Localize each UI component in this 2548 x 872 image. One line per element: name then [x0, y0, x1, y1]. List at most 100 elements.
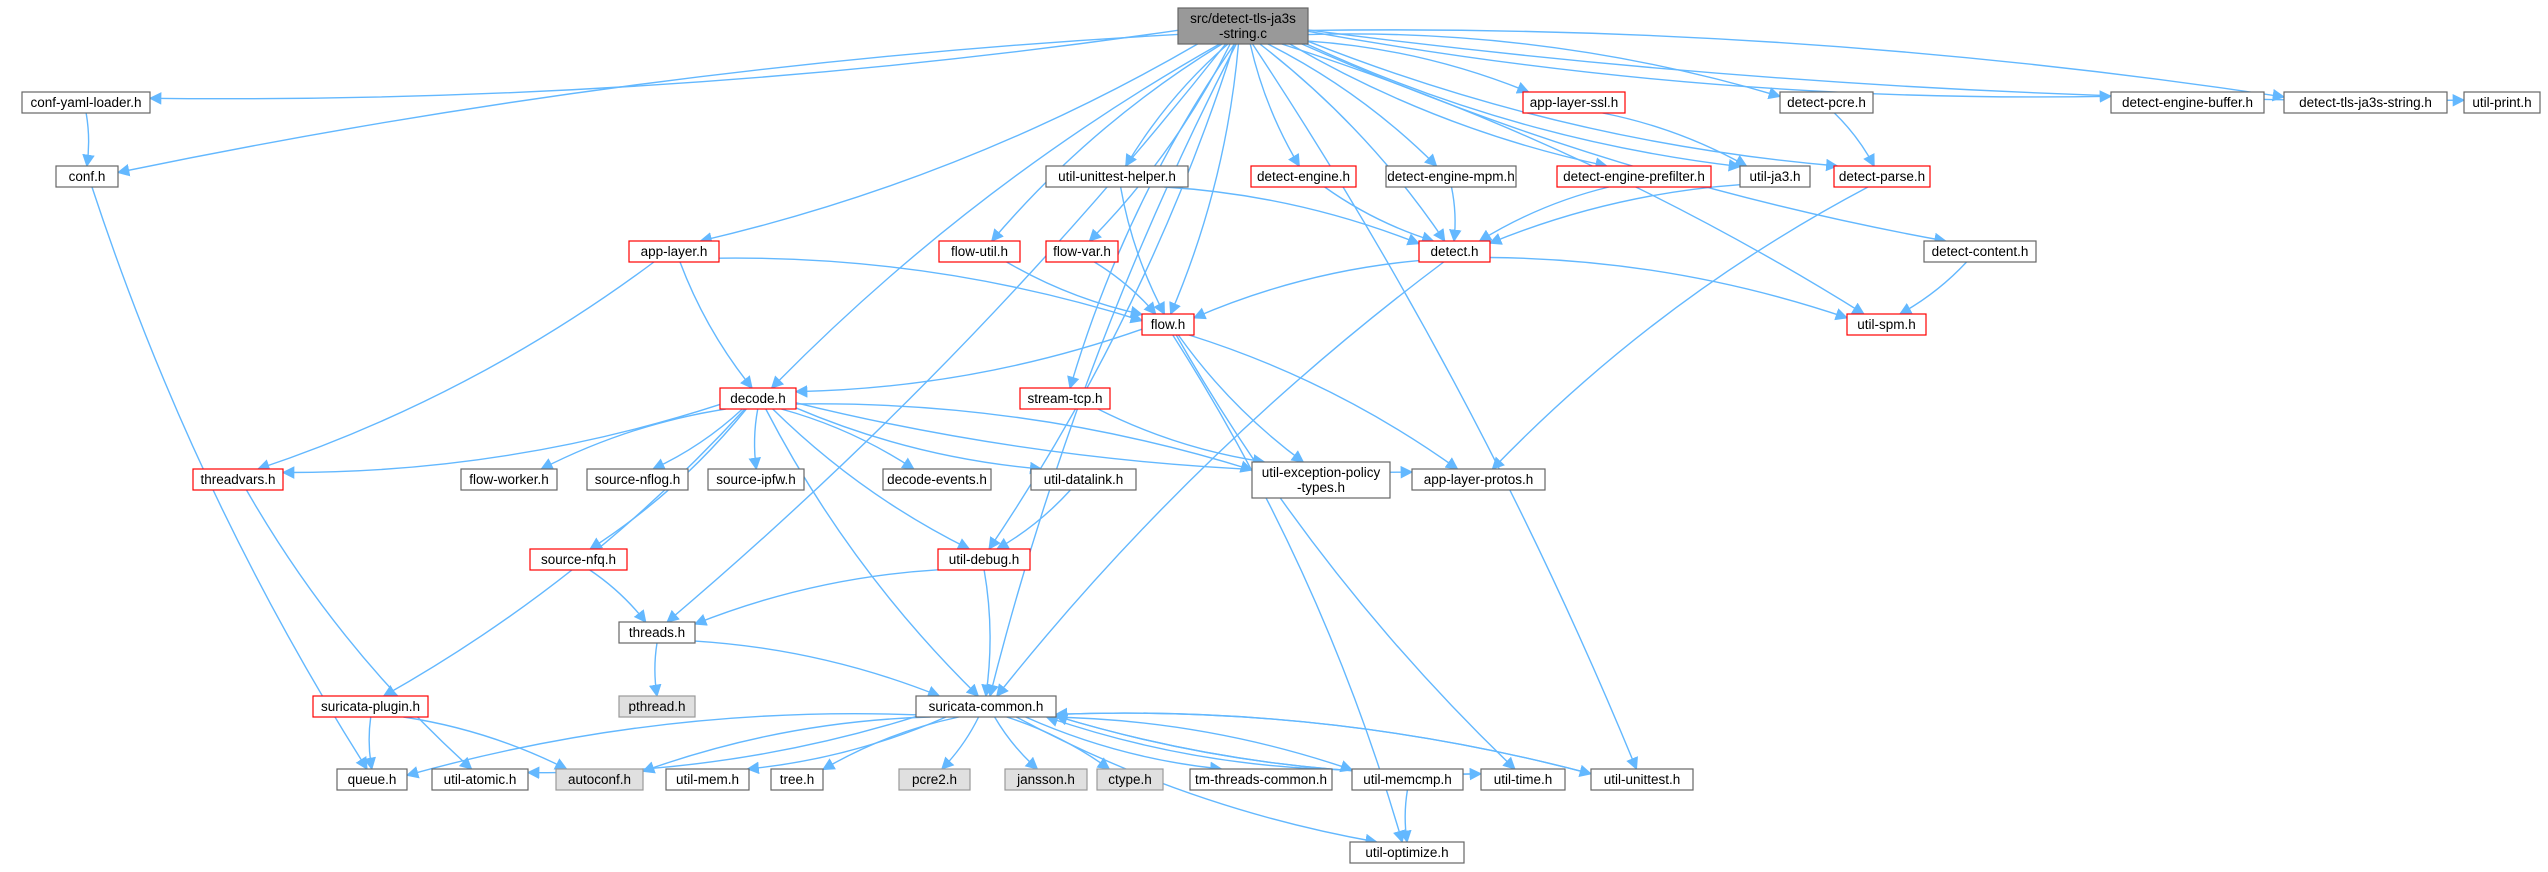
node-detect-engine-prefilter[interactable]: detect-engine-prefilter.h [1556, 165, 1712, 188]
nodes-layer: src/detect-tls-ja3s-string.c conf-yaml-lo… [21, 7, 2541, 864]
node-autoconf[interactable]: autoconf.h [555, 768, 644, 791]
node-label: tm-threads-common.h [1195, 772, 1327, 787]
edge-suricata_plugin-to-autoconf [403, 716, 568, 770]
node-decode-events[interactable]: decode-events.h [882, 468, 992, 491]
node-util-memcmp[interactable]: util-memcmp.h [1351, 768, 1464, 791]
edge-root-to-detect_engine_mpm [1267, 43, 1438, 167]
node-flow-util[interactable]: flow-util.h [938, 240, 1021, 263]
node-stream-tcp[interactable]: stream-tcp.h [1019, 387, 1111, 410]
edge-root-to-detect_content [1301, 43, 1947, 246]
node-box [1177, 7, 1309, 45]
edge-root-to-detect_pcre [1307, 33, 1782, 100]
node-label: util-unittest.h [1604, 772, 1681, 787]
edge-decode-to-decode_events [781, 408, 915, 470]
edge-flow-to-util_optimize [1172, 334, 1406, 844]
node-box [529, 548, 628, 571]
node-decode[interactable]: decode.h [719, 387, 797, 410]
node-util-mem[interactable]: util-mem.h [665, 768, 750, 791]
node-jansson[interactable]: jansson.h [1004, 768, 1088, 791]
node-util-time[interactable]: util-time.h [1480, 768, 1566, 791]
node-source-nflog[interactable]: source-nflog.h [586, 468, 689, 491]
node-root[interactable]: src/detect-tls-ja3s-string.c [1177, 7, 1309, 45]
node-label: flow-var.h [1053, 244, 1111, 259]
node-util-datalink[interactable]: util-datalink.h [1030, 468, 1137, 491]
edge-util_memcmp-to-suricata_common [1045, 714, 1353, 771]
node-flow-worker[interactable]: flow-worker.h [460, 468, 558, 491]
node-box [460, 468, 558, 491]
edge-flow_util-to-flow [1006, 261, 1144, 319]
node-util-unittest-helper[interactable]: util-unittest-helper.h [1045, 165, 1189, 188]
node-label: decode-events.h [887, 472, 987, 487]
node-label: detect-engine.h [1257, 169, 1350, 184]
node-source-ipfw[interactable]: source-ipfw.h [707, 468, 805, 491]
node-app-layer-ssl[interactable]: app-layer-ssl.h [1522, 91, 1626, 114]
node-flow-var[interactable]: flow-var.h [1045, 240, 1119, 263]
node-label: app-layer-protos.h [1424, 472, 1534, 487]
node-threads[interactable]: threads.h [618, 621, 696, 644]
node-app-layer[interactable]: app-layer.h [628, 240, 720, 263]
node-detect-engine-buffer[interactable]: detect-engine-buffer.h [2110, 91, 2265, 114]
edge-root-to-detect [1259, 43, 1446, 243]
node-ctype[interactable]: ctype.h [1096, 768, 1164, 791]
node-label: util-time.h [1494, 772, 1553, 787]
node-label: pcre2.h [912, 772, 957, 787]
node-box [938, 240, 1021, 263]
node-box [1590, 768, 1694, 791]
node-label: autoconf.h [568, 772, 631, 787]
node-detect-engine[interactable]: detect-engine.h [1250, 165, 1357, 188]
node-suricata-common[interactable]: suricata-common.h [915, 695, 1057, 718]
node-label: -string.c [1219, 26, 1267, 41]
node-pcre2[interactable]: pcre2.h [898, 768, 971, 791]
edge-util_unittest_helper-to-flow [1119, 186, 1165, 316]
node-pthread[interactable]: pthread.h [618, 695, 696, 718]
node-util-print[interactable]: util-print.h [2463, 91, 2541, 114]
node-conf-yaml-loader[interactable]: conf-yaml-loader.h [21, 91, 151, 114]
edge-root-to-stream_tcp [1067, 43, 1235, 390]
node-suricata-plugin[interactable]: suricata-plugin.h [312, 695, 429, 718]
node-util-ja3[interactable]: util-ja3.h [1739, 165, 1811, 188]
edge-util_ja3-to-detect [1488, 183, 1741, 245]
node-box [2110, 91, 2265, 114]
node-source-nfq[interactable]: source-nfq.h [529, 548, 628, 571]
node-util-unittest[interactable]: util-unittest.h [1590, 768, 1694, 791]
node-label: pthread.h [628, 699, 685, 714]
node-box [719, 387, 797, 410]
node-util-debug[interactable]: util-debug.h [937, 548, 1031, 571]
edge-suricata_common-to-util_atomic [526, 715, 917, 780]
node-util-exception-policy-types[interactable]: util-exception-policy-types.h [1251, 461, 1391, 499]
node-queue[interactable]: queue.h [336, 768, 408, 791]
node-box [937, 548, 1031, 571]
edge-root-to-flow [1169, 43, 1240, 316]
edge-root-to-util_ja3 [1306, 43, 1742, 172]
node-threadvars[interactable]: threadvars.h [192, 468, 284, 491]
node-detect-parse[interactable]: detect-parse.h [1833, 165, 1931, 188]
node-util-optimize[interactable]: util-optimize.h [1349, 841, 1465, 864]
node-label: detect-engine-mpm.h [1387, 169, 1515, 184]
node-label: detect.h [1430, 244, 1478, 259]
node-detect[interactable]: detect.h [1418, 240, 1491, 263]
edge-app_layer_ssl-to-util_ja3 [1602, 112, 1748, 167]
node-conf[interactable]: conf.h [55, 165, 119, 188]
node-label: stream-tcp.h [1027, 391, 1102, 406]
node-tm-threads-common[interactable]: tm-threads-common.h [1189, 768, 1333, 791]
node-detect-engine-mpm[interactable]: detect-engine-mpm.h [1385, 165, 1517, 188]
edge-suricata_common-to-pcre2 [941, 716, 980, 770]
edge-decode-to-suricata_common [765, 408, 980, 697]
edge-stream_tcp-to-util_exception_policy_types [1097, 408, 1266, 467]
node-label: flow.h [1151, 317, 1186, 332]
edge-util_datalink-to-util_debug [995, 489, 1071, 550]
node-detect-content[interactable]: detect-content.h [1923, 240, 2037, 263]
node-box [1045, 240, 1119, 263]
node-box [618, 695, 696, 718]
node-detect-tls-ja3s-string[interactable]: detect-tls-ja3s-string.h [2283, 91, 2448, 114]
node-box [915, 695, 1057, 718]
node-detect-pcre[interactable]: detect-pcre.h [1779, 91, 1874, 114]
edge-decode-to-source_nflog [651, 408, 743, 470]
node-box [618, 621, 696, 644]
node-tree[interactable]: tree.h [770, 768, 824, 791]
node-util-spm[interactable]: util-spm.h [1846, 313, 1927, 336]
node-util-atomic[interactable]: util-atomic.h [431, 768, 529, 791]
node-app-layer-protos[interactable]: app-layer-protos.h [1411, 468, 1546, 491]
node-box [898, 768, 971, 791]
node-flow[interactable]: flow.h [1141, 313, 1195, 336]
